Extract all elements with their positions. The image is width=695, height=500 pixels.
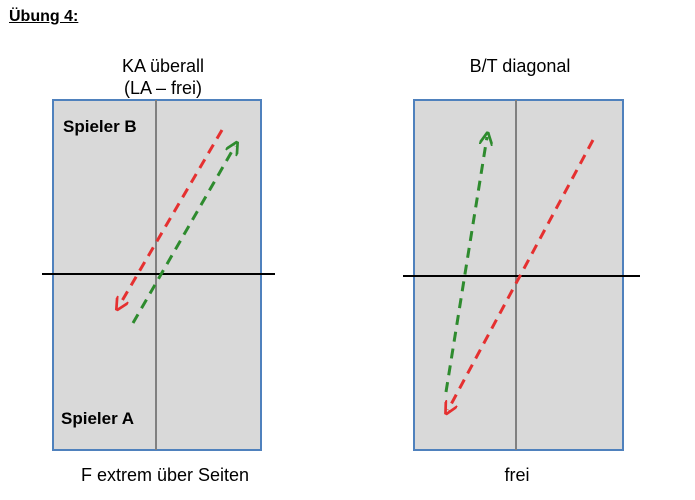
left-court: [42, 99, 275, 451]
left-caption-line1: KA überall: [121, 56, 205, 76]
left-caption-line2: (LA – frei): [123, 78, 203, 98]
right-red-dashed-arrow: [448, 139, 595, 410]
left-diagram-footer: F extrem über Seiten: [80, 465, 250, 485]
right-green-dashed-arrow: [444, 137, 487, 393]
player-a-label: Spieler A: [61, 409, 135, 428]
left-diagram-caption: KA überall (LA – frei): [68, 55, 258, 99]
right-diagram-footer: frei: [504, 465, 530, 485]
left-green-dashed-arrow: [131, 146, 235, 324]
right-court: [403, 99, 640, 451]
right-diagram-caption: B/T diagonal: [469, 56, 571, 76]
exercise-heading: Übung 4:: [9, 8, 79, 25]
player-b-label: Spieler B: [63, 117, 137, 136]
